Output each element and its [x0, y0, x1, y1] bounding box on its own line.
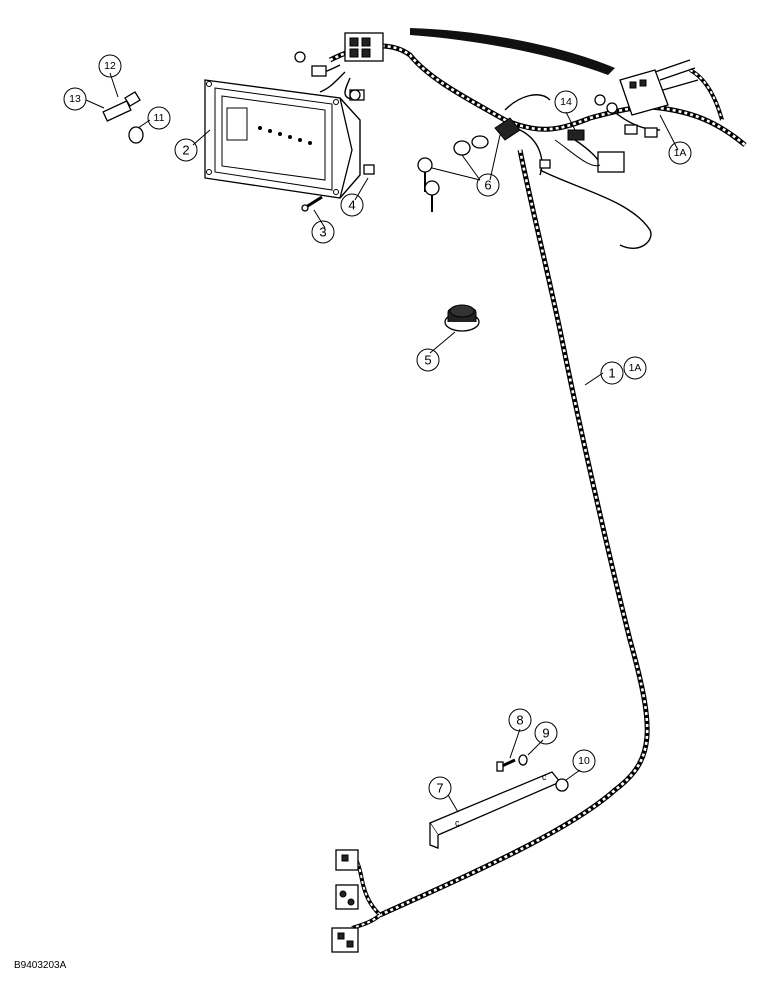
svg-text:2: 2: [182, 143, 189, 158]
svg-text:5: 5: [424, 353, 431, 368]
svg-text:13: 13: [69, 93, 81, 105]
instrument-panel: [204, 79, 361, 199]
callout-6: 6: [476, 173, 500, 197]
svg-text:8: 8: [516, 713, 523, 728]
callout-7: 7: [428, 776, 452, 800]
callout-5: 5: [416, 348, 440, 372]
callout-9: 9: [534, 721, 558, 745]
harness-connector-bottom-1: [335, 849, 359, 871]
switch-and-connector: [539, 129, 652, 249]
svg-text:1: 1: [608, 366, 615, 381]
callout-13: 13: [63, 87, 87, 111]
svg-text:7: 7: [436, 781, 443, 796]
nut: [363, 164, 375, 175]
callout-3: 3: [311, 220, 335, 244]
screw: [301, 195, 323, 212]
svg-text:10: 10: [578, 755, 590, 767]
wiring-harness-main: [328, 43, 747, 930]
callout-2: 2: [174, 138, 198, 162]
svg-text:3: 3: [319, 225, 326, 240]
cap: [128, 126, 144, 144]
svg-text:6: 6: [484, 178, 491, 193]
grommet-plug: [444, 304, 480, 332]
leader-lines: [85, 72, 679, 813]
svg-text:1A: 1A: [674, 147, 687, 159]
sender-sensor: [102, 91, 141, 122]
callout-4: 4: [340, 193, 364, 217]
svg-text:11: 11: [154, 112, 165, 124]
harness-connector-1a: [594, 59, 699, 138]
key-icon: [417, 157, 440, 212]
harness-connector-bottom-2: [335, 884, 359, 910]
callout-14: 14: [554, 90, 578, 114]
svg-text:12: 12: [104, 60, 116, 72]
svg-text:4: 4: [348, 198, 355, 213]
figure-id: B9403203A: [14, 960, 67, 971]
callout-1a: 1A: [623, 356, 647, 380]
svg-text:14: 14: [560, 96, 572, 108]
svg-text:c: c: [455, 818, 460, 828]
callout-10: 10: [572, 749, 596, 773]
cable-sheath-strip: [410, 28, 615, 75]
washer: [518, 754, 528, 766]
key-switch-assembly: [417, 94, 551, 212]
harness-connector-bottom-3: [331, 927, 359, 953]
callout-12: 12: [98, 54, 122, 78]
svg-text:1A: 1A: [629, 362, 642, 374]
bolt: [496, 758, 516, 772]
callout-8: 8: [508, 708, 532, 732]
harness-connector-top: [294, 32, 384, 101]
nut: [555, 778, 569, 792]
callout-1: 1: [600, 361, 624, 385]
svg-text:9: 9: [542, 726, 549, 741]
callout-11: 11: [147, 106, 171, 130]
callout-1a-top: 1A: [668, 141, 692, 165]
svg-text:c: c: [542, 772, 547, 782]
